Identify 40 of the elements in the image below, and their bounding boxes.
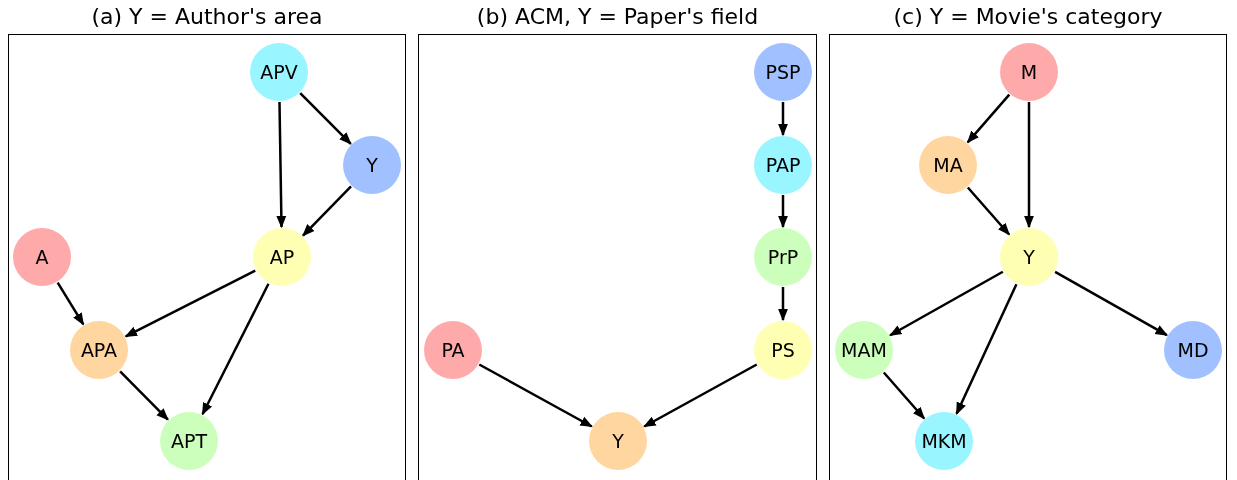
arrow [778, 195, 788, 229]
arrow [119, 370, 169, 421]
variable-node: PS [754, 321, 812, 379]
arrow [882, 371, 926, 420]
variable-node: APA [70, 321, 128, 379]
variable-node: APV [250, 43, 308, 101]
variable-node: Y [589, 412, 647, 470]
variable-node: A [13, 228, 71, 286]
arrow [478, 363, 593, 428]
arrow [56, 281, 85, 326]
arrow [778, 287, 788, 322]
variable-node: MKM [915, 412, 973, 470]
arrow [299, 92, 352, 145]
variable-node: MAM [835, 321, 893, 379]
panel-title: (b) ACM, Y = Paper's field [475, 4, 760, 29]
variable-node: MA [919, 136, 977, 194]
variable-node: M [1000, 43, 1058, 101]
variable-node: APT [160, 412, 218, 470]
arrow [778, 102, 788, 137]
variable-node: Y [343, 136, 401, 194]
variable-node: PrP [754, 228, 812, 286]
arrow [124, 269, 256, 338]
arrow [643, 363, 758, 428]
arrow [1054, 270, 1168, 337]
arrow [955, 283, 1018, 415]
arrow [889, 270, 1004, 337]
arrow [276, 102, 287, 229]
arrow [966, 93, 1011, 144]
variable-node: PSP [754, 43, 812, 101]
arrow [302, 185, 352, 237]
variable-node: AP [253, 228, 311, 286]
arrow [1024, 102, 1034, 229]
variable-node: Y [1000, 228, 1058, 286]
arrow [966, 186, 1011, 236]
panel-title: (a) Y = Author's area [90, 4, 324, 29]
arrow [201, 283, 270, 416]
variable-node: PAP [754, 136, 812, 194]
variable-node: PA [424, 321, 482, 379]
panel-title: (c) Y = Movie's category [892, 4, 1164, 29]
variable-node: MD [1164, 321, 1222, 379]
